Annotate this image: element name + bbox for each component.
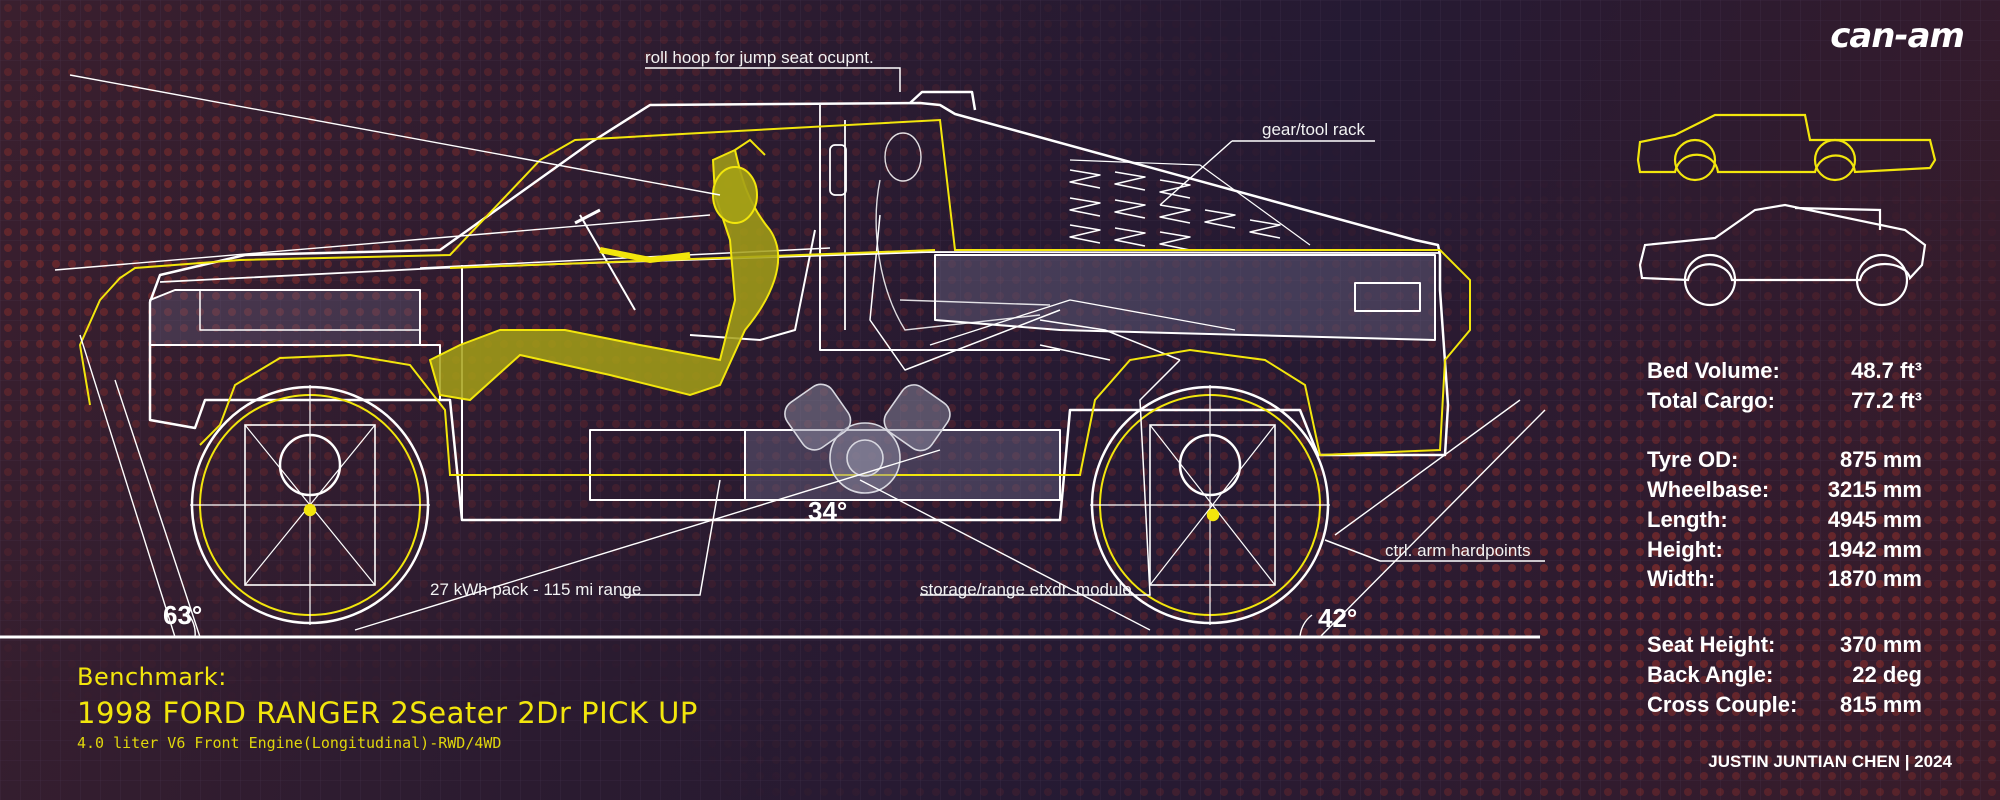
spec-value: 3215 mm xyxy=(1827,477,1922,502)
driver-figure xyxy=(428,138,780,402)
spec-row: Back Angle: 22 deg xyxy=(1647,662,1922,692)
spec-value: 370 mm xyxy=(1840,632,1922,657)
electric-motor xyxy=(784,383,951,494)
spec-key: Back Angle: xyxy=(1647,662,1774,687)
spec-value: 48.7 ft³ xyxy=(1851,358,1922,383)
benchmark-title: 1998 FORD RANGER 2Seater 2Dr PICK UP xyxy=(77,696,698,730)
approach-angle: 63° xyxy=(163,600,203,630)
callout-storage-module: storage/range etxdr. module xyxy=(920,580,1132,599)
spec-row: Total Cargo: 77.2 ft³ xyxy=(1647,388,1922,418)
benchmark-label: Benchmark: xyxy=(77,663,227,691)
callout-gear-rack: gear/tool rack xyxy=(1262,120,1365,139)
spec-value: 1870 mm xyxy=(1827,566,1922,591)
gear-rack-lattice xyxy=(1069,159,1311,251)
spec-row: Cross Couple: 815 mm xyxy=(1647,692,1922,722)
benchmark-thumbnail xyxy=(1636,113,1937,182)
spec-key: Width: xyxy=(1647,566,1716,591)
spec-key: Height: xyxy=(1647,537,1723,562)
spec-key: Tyre OD: xyxy=(1647,447,1739,472)
spec-key: Total Cargo: xyxy=(1647,388,1775,413)
spec-value: 815 mm xyxy=(1840,692,1922,717)
departure-angle: 42° xyxy=(1318,603,1358,633)
spec-row: Tyre OD: 875 mm xyxy=(1647,447,1922,477)
spec-key: Seat Height: xyxy=(1647,632,1776,657)
spec-value: 22 deg xyxy=(1852,662,1922,687)
passenger-outline xyxy=(875,132,1051,331)
benchmark-outline xyxy=(78,118,1471,616)
spec-row: Wheelbase: 3215 mm xyxy=(1647,477,1922,507)
rear-wheel xyxy=(1090,385,1330,625)
spec-value: 77.2 ft³ xyxy=(1851,388,1922,413)
angle-lines xyxy=(54,74,1546,638)
roof-pod xyxy=(909,90,977,111)
callout-ctrl-arm: ctrl. arm hardpoints xyxy=(1385,541,1531,560)
spec-value: 4945 mm xyxy=(1827,507,1922,532)
benchmark-subtitle: 4.0 liter V6 Front Engine(Longitudinal)-… xyxy=(77,734,502,752)
callout-roll-hoop: roll hoop for jump seat ocupnt. xyxy=(645,48,874,67)
brand-logo: can-am xyxy=(1830,16,1965,56)
spec-row: Length: 4945 mm xyxy=(1647,507,1922,537)
callout-battery-pack: 27 kWh pack - 115 mi range xyxy=(430,580,642,599)
spec-row: Width: 1870 mm xyxy=(1647,566,1922,596)
body-outline xyxy=(148,101,1450,522)
author-credit: JUSTIN JUNTIAN CHEN | 2024 xyxy=(1708,752,1952,771)
concept-thumbnail xyxy=(1638,203,1927,307)
spec-row: Seat Height: 370 mm xyxy=(1647,632,1922,662)
spec-value: 875 mm xyxy=(1840,447,1922,472)
breakover-angle: 34° xyxy=(808,496,848,526)
vehicle-thumbnails xyxy=(1636,113,1937,307)
callout-leaders xyxy=(620,67,1545,596)
spec-row: Bed Volume: 48.7 ft³ xyxy=(1647,358,1922,388)
spec-row: Height: 1942 mm xyxy=(1647,537,1922,567)
spec-key: Cross Couple: xyxy=(1647,692,1798,717)
spec-key: Bed Volume: xyxy=(1647,358,1780,383)
front-wheel xyxy=(190,385,430,625)
spec-key: Length: xyxy=(1647,507,1728,532)
spec-value: 1942 mm xyxy=(1827,537,1922,562)
spec-key: Wheelbase: xyxy=(1647,477,1770,502)
